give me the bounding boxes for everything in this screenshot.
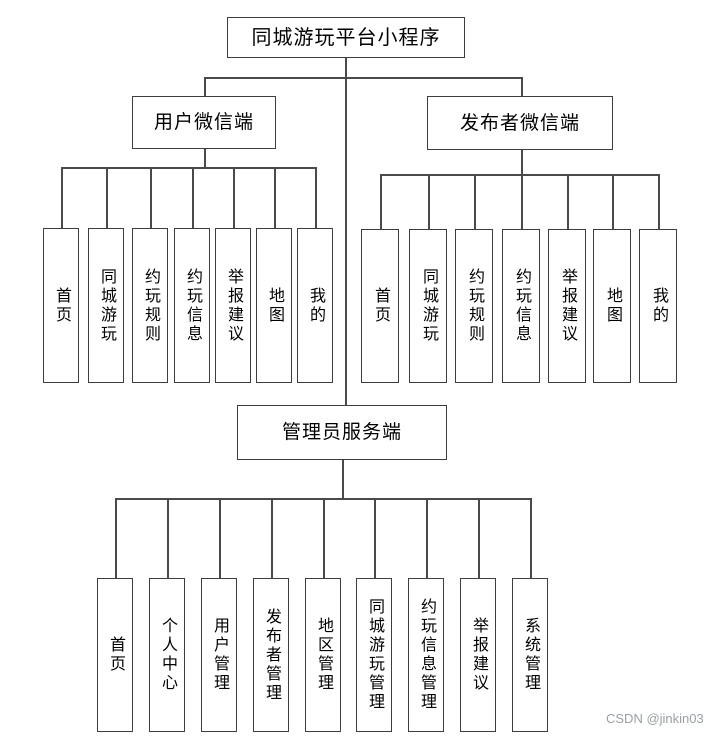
- connector-stub: [274, 167, 276, 228]
- connector-publisher-top: [521, 77, 523, 96]
- node-admin-play-info-mgmt: 约玩信息管理: [408, 578, 444, 732]
- node-user-play-info: 约玩信息: [174, 228, 210, 383]
- connector-stub: [271, 498, 273, 578]
- connector-stub: [530, 498, 532, 578]
- connector-admin-bottom: [342, 460, 344, 498]
- connector-stub: [658, 174, 660, 229]
- node-admin-publisher-mgmt: 发布者管理: [253, 578, 289, 732]
- node-publisher-wechat: 发布者微信端: [427, 96, 613, 150]
- node-admin-home: 首页: [97, 578, 133, 732]
- node-admin-personal-center: 个人中心: [149, 578, 185, 732]
- connector-user-horizontal: [61, 167, 316, 169]
- connector-stub: [380, 174, 382, 229]
- node-admin-report-suggest: 举报建议: [460, 578, 496, 732]
- node-user-wechat: 用户微信端: [132, 96, 276, 149]
- connector-stub: [521, 174, 523, 229]
- node-admin-user-mgmt: 用户管理: [201, 578, 237, 732]
- connector-stub: [478, 498, 480, 578]
- node-publisher-mine: 我的: [639, 229, 677, 383]
- node-admin-city-play-mgmt: 同城游玩管理: [356, 578, 392, 732]
- node-user-home: 首页: [43, 228, 79, 383]
- connector-stub: [426, 498, 428, 578]
- connector-stub: [323, 498, 325, 578]
- node-publisher-play-rules: 约玩规则: [455, 229, 493, 383]
- node-user-map: 地图: [256, 228, 292, 383]
- node-publisher-city-play: 同城游玩: [409, 229, 447, 383]
- node-publisher-report-suggest: 举报建议: [548, 229, 586, 383]
- connector-stub: [567, 174, 569, 229]
- connector-stub: [150, 167, 152, 228]
- connector-stub: [115, 498, 117, 578]
- node-admin-server: 管理员服务端: [237, 405, 447, 460]
- watermark-text: CSDN @jinkin03: [606, 711, 704, 726]
- connector-stub: [374, 498, 376, 578]
- node-publisher-map: 地图: [593, 229, 631, 383]
- connector-stub: [192, 167, 194, 228]
- node-user-play-rules: 约玩规则: [132, 228, 168, 383]
- node-root: 同城游玩平台小程序: [227, 17, 465, 58]
- connector-stub: [474, 174, 476, 229]
- connector-user-bottom: [204, 149, 206, 167]
- connector-level2-horizontal: [204, 77, 522, 79]
- node-publisher-play-info: 约玩信息: [502, 229, 540, 383]
- connector-stub: [61, 167, 63, 228]
- connector-stub: [106, 167, 108, 228]
- connector-trunk: [345, 58, 347, 405]
- node-user-report-suggest: 举报建议: [215, 228, 251, 383]
- node-user-city-play: 同城游玩: [88, 228, 124, 383]
- node-admin-region-mgmt: 地区管理: [305, 578, 341, 732]
- connector-stub: [233, 167, 235, 228]
- connector-stub: [219, 498, 221, 578]
- connector-stub: [428, 174, 430, 229]
- connector-stub: [167, 498, 169, 578]
- node-publisher-home: 首页: [361, 229, 399, 383]
- connector-stub: [315, 167, 317, 228]
- node-user-mine: 我的: [297, 228, 333, 383]
- connector-publisher-bottom: [521, 150, 523, 174]
- connector-publisher-horizontal: [380, 174, 659, 176]
- node-admin-system-mgmt: 系统管理: [512, 578, 548, 732]
- connector-user-top: [204, 77, 206, 96]
- connector-stub: [612, 174, 614, 229]
